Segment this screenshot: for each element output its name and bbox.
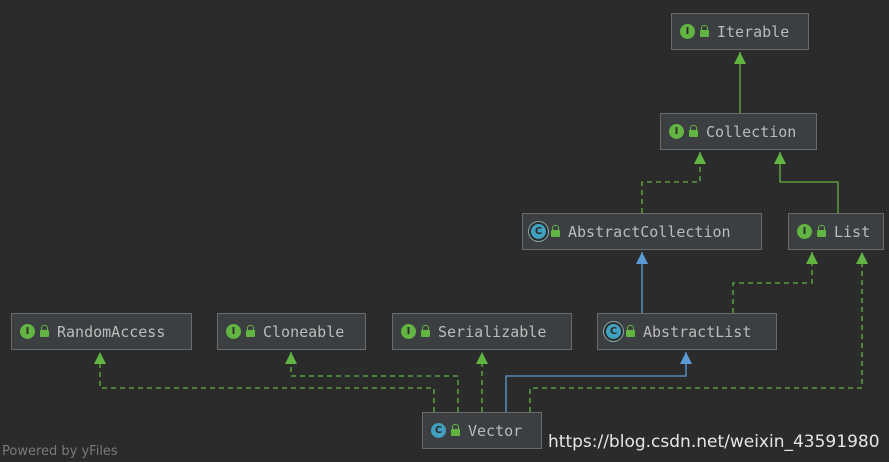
edge-vector-cloneable: [290, 352, 459, 412]
lock-icon: [689, 125, 698, 137]
node-iterable[interactable]: I Iterable: [671, 13, 809, 50]
lock-icon: [451, 424, 460, 436]
node-label: Collection: [706, 122, 797, 141]
node-list[interactable]: I List: [788, 213, 884, 250]
node-cloneable[interactable]: I Cloneable: [217, 313, 366, 350]
watermark-url: https://blog.csdn.net/weixin_43591980: [548, 432, 880, 452]
node-random-access[interactable]: I RandomAccess: [11, 313, 192, 350]
node-label: List: [834, 222, 871, 241]
interface-icon: I: [680, 24, 695, 39]
abstract-class-icon: C: [531, 224, 546, 239]
interface-icon: I: [797, 224, 812, 239]
class-icon: C: [431, 423, 446, 438]
node-label: Serializable: [438, 322, 547, 341]
edge-abstractlist-list: [732, 252, 813, 313]
interface-icon: I: [401, 324, 416, 339]
node-label: RandomAccess: [57, 322, 166, 341]
node-abstract-collection[interactable]: C AbstractCollection: [522, 213, 762, 250]
node-vector[interactable]: C Vector: [422, 412, 542, 449]
edge-vector-abstractlist: [505, 352, 687, 412]
node-collection[interactable]: I Collection: [660, 113, 817, 150]
lock-icon: [700, 25, 709, 37]
abstract-class-icon: C: [606, 324, 621, 339]
edge-list-collection: [779, 152, 839, 213]
node-serializable[interactable]: I Serializable: [392, 313, 572, 350]
interface-icon: I: [226, 324, 241, 339]
edge-vector-randomaccess: [99, 352, 435, 412]
lock-icon: [626, 325, 635, 337]
node-label: Iterable: [717, 22, 790, 41]
node-label: AbstractCollection: [568, 222, 731, 241]
lock-icon: [246, 325, 255, 337]
node-label: Cloneable: [263, 322, 345, 341]
powered-by-label: Powered by yFiles: [2, 444, 118, 459]
interface-icon: I: [20, 324, 35, 339]
interface-icon: I: [669, 124, 684, 139]
lock-icon: [421, 325, 430, 337]
lock-icon: [551, 225, 560, 237]
lock-icon: [817, 225, 826, 237]
node-label: Vector: [468, 421, 523, 440]
node-abstract-list[interactable]: C AbstractList: [597, 313, 777, 350]
lock-icon: [40, 325, 49, 337]
node-label: AbstractList: [643, 322, 752, 341]
edge-vector-list: [529, 252, 863, 412]
edge-abstractcollection-collection: [641, 152, 701, 213]
